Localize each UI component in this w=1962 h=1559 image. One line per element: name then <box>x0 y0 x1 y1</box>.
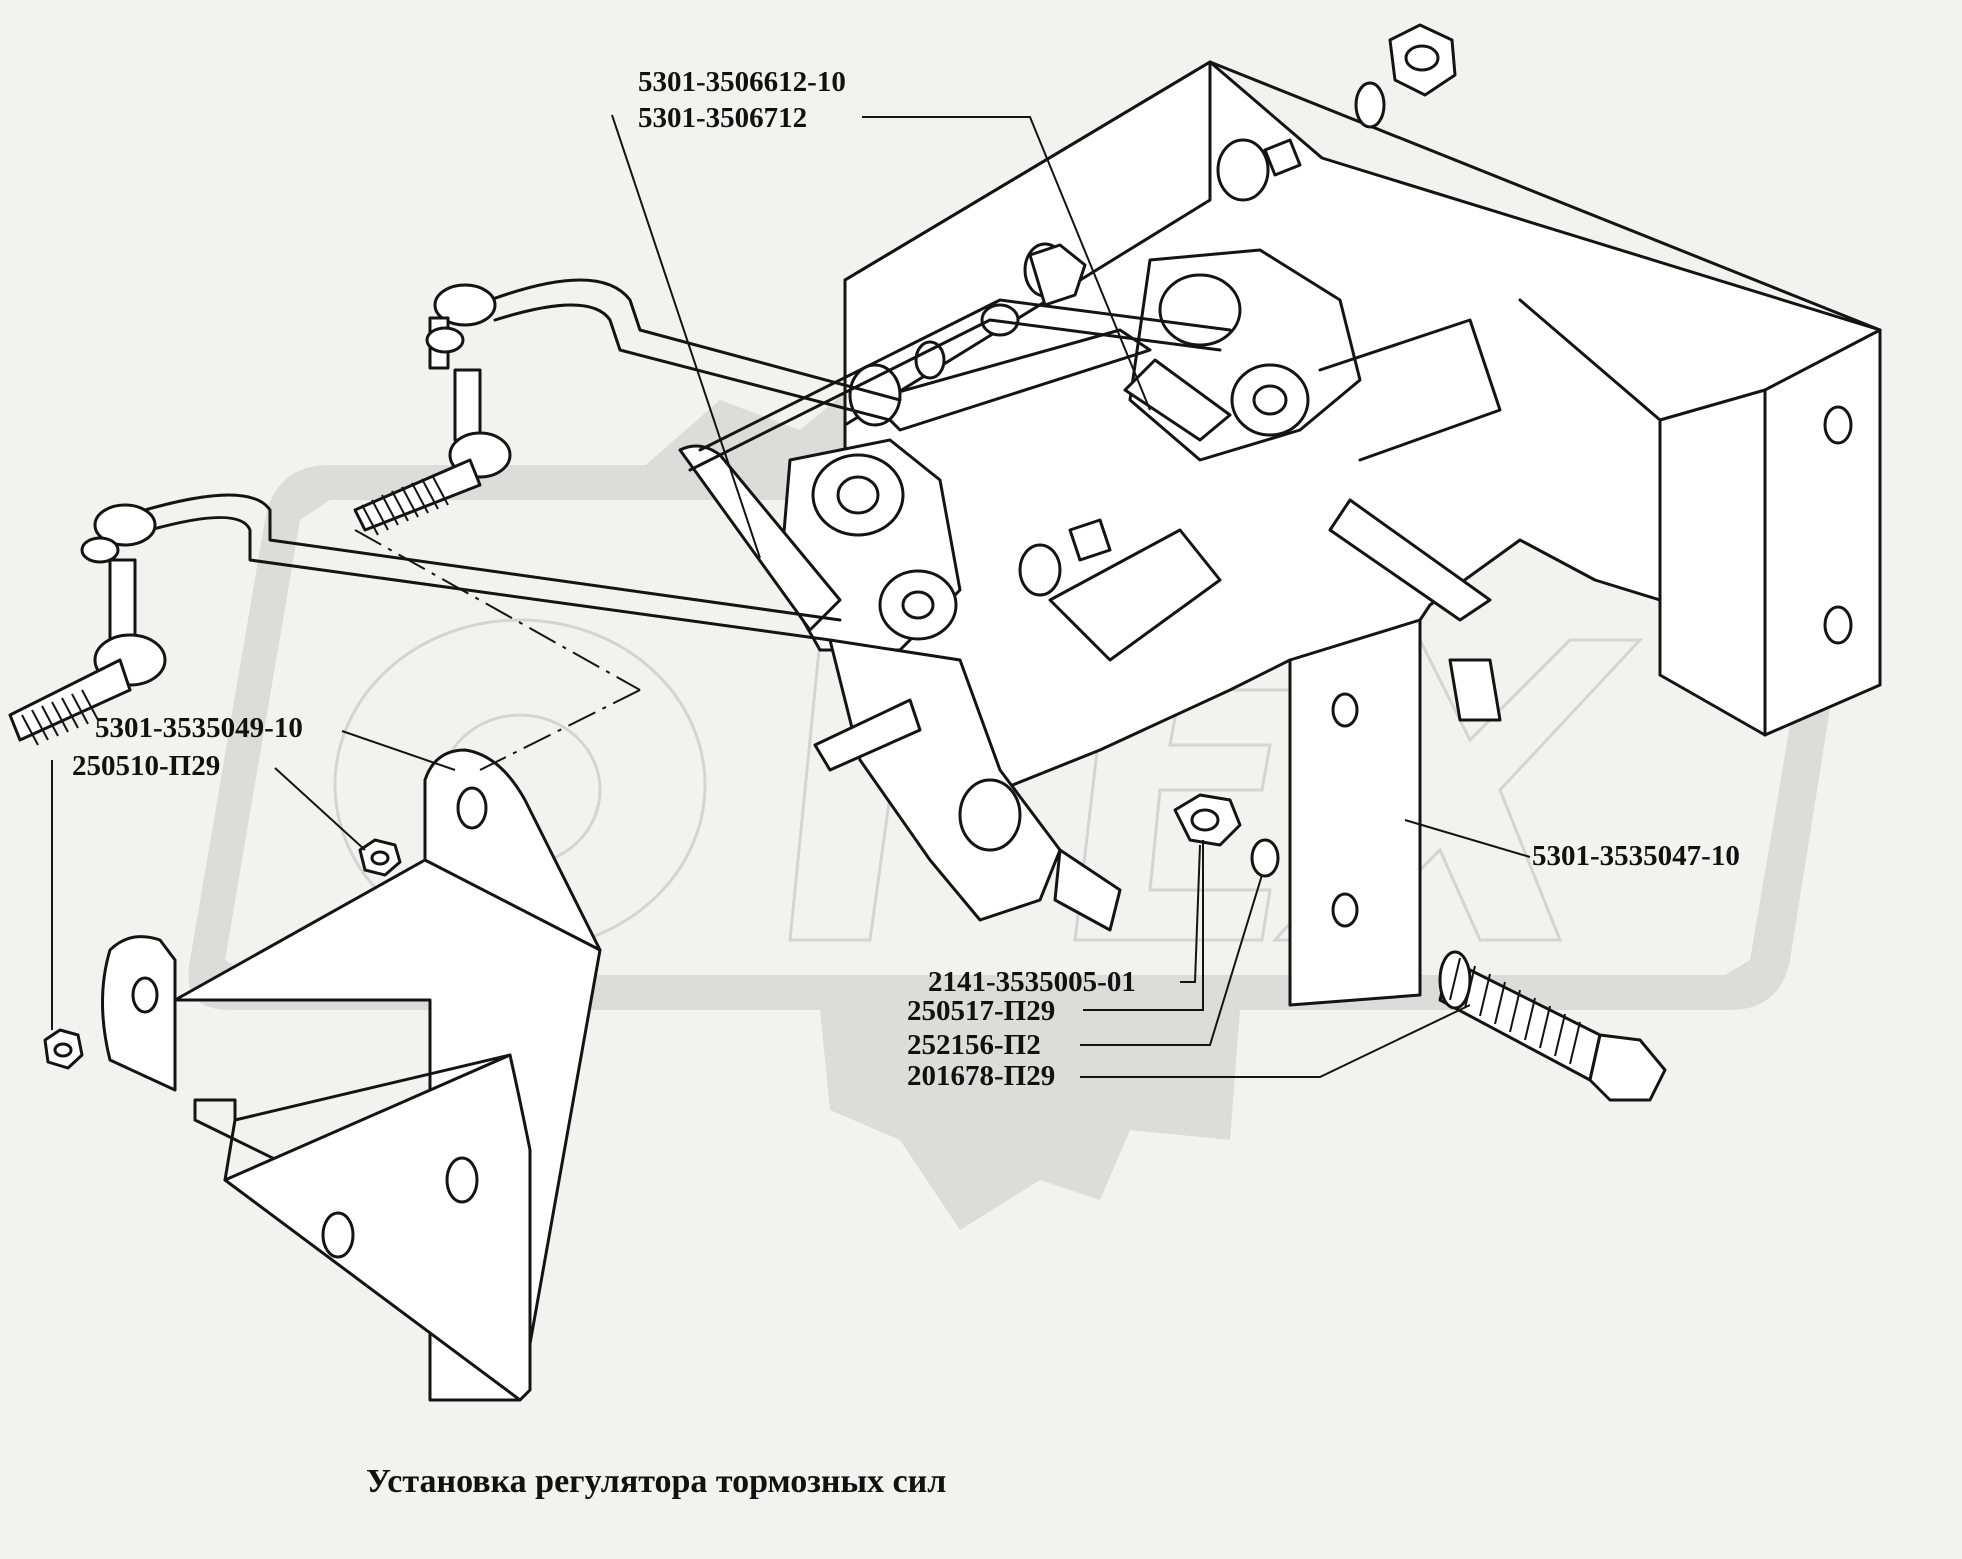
watermark-gear <box>640 380 1240 1230</box>
leader-5301-3535047-10 <box>1404 819 1531 858</box>
lower-fitting <box>8 503 167 742</box>
label-250517-P29: 250517-П29 <box>907 995 1056 1027</box>
label-5301-3535049-10: 5301-3535049-10 <box>95 712 303 744</box>
watermark-letter-x <box>1271 638 1644 942</box>
leader-252156 <box>1080 874 1263 1046</box>
label-250510-P29: 250510-П29 <box>72 750 221 782</box>
label-5301-3506612-10: 5301-3506612-10 <box>638 66 846 98</box>
leader-250510 <box>274 767 366 851</box>
label-201678-P29: 201678-П29 <box>907 1060 1056 1092</box>
label-5301-3535047-10: 5301-3535047-10 <box>1532 840 1740 872</box>
figure-caption: Установка регулятора тормозных сил <box>366 1463 947 1500</box>
leader-5301-3506612-10 <box>611 114 761 559</box>
brake-tubes <box>143 278 1232 642</box>
label-252156-P2: 252156-П2 <box>907 1029 1041 1061</box>
front-regulator <box>678 328 1222 932</box>
watermark <box>188 380 1862 1230</box>
thread-marks <box>21 474 1581 1065</box>
lower-bracket <box>101 748 602 1402</box>
label-2141-3535005-01: 2141-3535005-01 <box>928 966 1136 998</box>
leader-2141-3535005-01 <box>1180 844 1201 983</box>
leader-5301-3506712 <box>862 116 1151 411</box>
leader-dash-2 <box>479 689 641 771</box>
leader-5301-3535049-10 <box>341 730 456 771</box>
leader-250517 <box>1083 840 1204 1011</box>
label-5301-3506712: 5301-3506712 <box>638 102 808 134</box>
leader-201678 <box>1080 1004 1471 1078</box>
nut-250510 <box>358 838 402 877</box>
nut-250517 <box>1173 793 1280 878</box>
nut-lower-left <box>43 1028 84 1070</box>
drawing-lines <box>8 23 1882 1402</box>
leader-dash-1 <box>354 529 641 691</box>
leader-lines <box>51 114 1531 1078</box>
